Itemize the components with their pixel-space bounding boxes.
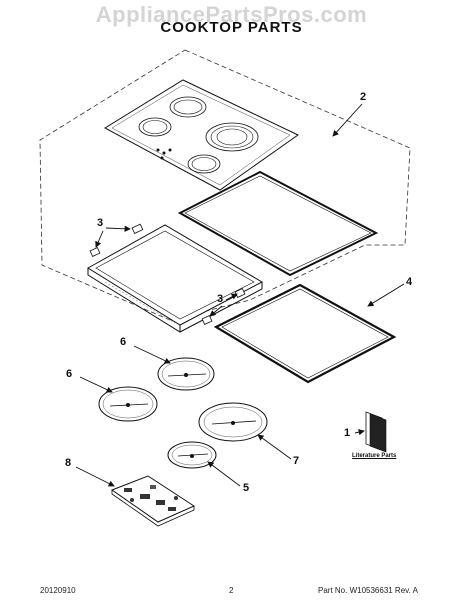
footer-page-number: 2	[229, 586, 234, 595]
surface-element-5	[167, 441, 217, 469]
footer-part-number: Part No. W10536631 Rev. A	[318, 586, 418, 595]
surface-element-6-front	[98, 386, 158, 422]
callout-3-top: 3	[97, 217, 104, 229]
literature-booklet	[365, 411, 387, 453]
mounting-bracket	[89, 223, 246, 325]
glass-seal-gasket	[177, 170, 379, 277]
callout-4: 4	[406, 276, 413, 288]
callout-7: 7	[293, 455, 300, 467]
page-title: COOKTOP PARTS	[160, 19, 303, 36]
cooktop-frame	[87, 224, 264, 333]
footer-date: 20120910	[40, 586, 76, 595]
watermark: AppliancePartsPros.com	[95, 2, 368, 27]
callout-1: 1	[344, 427, 351, 439]
cooktop-glass-top	[103, 79, 299, 191]
callout-6-front: 6	[66, 368, 73, 380]
cooktop-seal	[213, 283, 397, 384]
callout-5: 5	[243, 482, 250, 494]
surface-element-6-rear	[157, 357, 215, 391]
literature-parts-label: Literature Parts	[352, 453, 397, 459]
callout-8: 8	[65, 457, 72, 469]
callout-2: 2	[360, 91, 367, 103]
callout-3-bottom: 3	[217, 293, 224, 305]
callout-6-rear: 6	[120, 336, 127, 348]
surface-element-7	[198, 402, 268, 442]
control-board	[110, 475, 196, 527]
leader-lines	[75, 103, 405, 487]
